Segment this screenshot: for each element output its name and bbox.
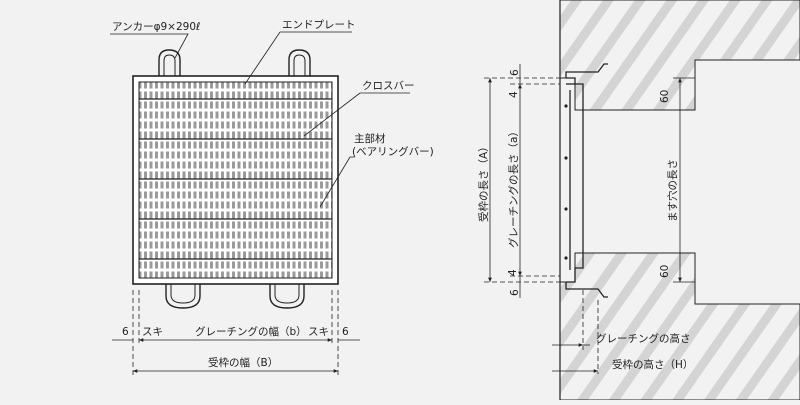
dim-bottom-gap: 6 <box>509 289 521 296</box>
label-main-bar: 主部材 <box>354 132 386 145</box>
label-anchor: アンカーφ9×290ℓ <box>112 21 200 33</box>
label-end-plate: エンドプレート <box>282 19 356 31</box>
plan-view: アンカーφ9×290ℓ エンドプレート クロスバー 主部材 (ベアリングバー) … <box>110 19 434 375</box>
anchor-top-right-inner <box>293 54 306 76</box>
cross-bars <box>139 98 332 260</box>
dim-top-gap: 6 <box>509 69 521 76</box>
dim-grating-height: グレーチングの高さ <box>596 332 691 345</box>
dim-top-frame: 4 <box>508 91 520 98</box>
dim-depth-bottom: 60 <box>659 265 671 278</box>
label-cross-bar: クロスバー <box>362 80 415 92</box>
anchor-bottom-right-inner <box>274 284 300 304</box>
dim-frame-width: 受枠の幅（B） <box>208 356 278 369</box>
anchor-bottom-right <box>269 284 305 309</box>
dim-frame-height: 受枠の高さ（H） <box>612 358 693 371</box>
dim-grating-width: グレーチングの幅（b） <box>195 325 307 338</box>
dim-frame-length: 受枠の長さ（A） <box>477 141 490 222</box>
dim-ski-right: スキ <box>308 326 329 338</box>
frame-section <box>565 63 608 298</box>
dim-grating-length: グレーチングの長さ（a） <box>507 126 520 248</box>
dim-opening-length: ます穴の長さ <box>666 159 679 222</box>
anchor-top-left <box>158 49 181 76</box>
dim-depth-top: 60 <box>659 90 671 103</box>
anchor-top-left-inner <box>163 54 176 76</box>
dim-clear-left: 6 <box>122 326 129 338</box>
anchor-bottom-left-inner <box>170 284 196 304</box>
anchor-top-right <box>288 49 311 76</box>
grating-panel <box>138 81 333 279</box>
dim-ski-left: スキ <box>142 326 163 338</box>
plan-leaders <box>110 31 410 208</box>
dim-bottom-frame: 4 <box>507 269 519 276</box>
label-bearing-bar: (ベアリングバー) <box>352 145 434 158</box>
section-view: 6 4 4 6 受枠の長さ（A） グレーチングの長さ（a） ます穴の長さ 60 … <box>477 0 800 401</box>
dim-clear-right: 6 <box>342 326 349 338</box>
plan-dim-lines <box>112 290 360 375</box>
section-dim-lines <box>484 64 695 374</box>
grating-bolts <box>564 104 568 260</box>
anchor-bottom-left <box>165 284 201 309</box>
